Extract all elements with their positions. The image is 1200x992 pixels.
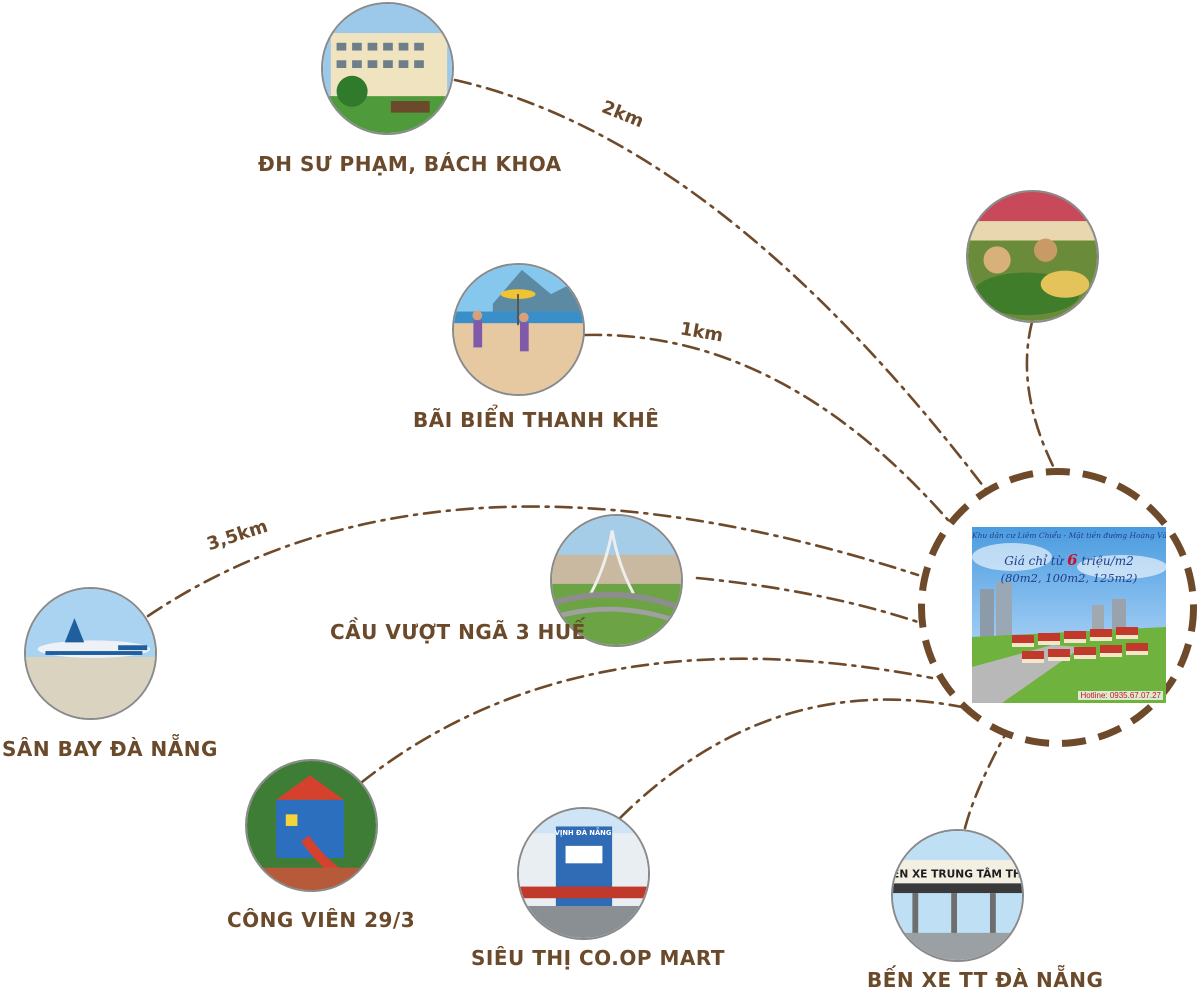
project-price: Giá chỉ từ 6 triệu/m2 [972,551,1166,569]
project-title: Khu dân cư Liêm Chiểu - Mặt tiền đường H… [972,531,1166,540]
mall-label: SIÊU THỊ CO.OP MART [471,946,725,970]
park-label: CÔNG VIÊN 29/3 [227,908,416,932]
university-label: ĐH SƯ PHẠM, BÁCH KHOA [258,152,562,176]
line-mall [618,698,964,820]
line-airport [146,505,920,618]
beach-label: BÃI BIỂN THANH KHÊ [413,408,660,432]
line-bus [963,733,1007,830]
line-bridge [695,576,920,624]
bridge-label: CẦU VƯỢT NGÃ 3 HUẾ [330,620,586,644]
line-beach [583,333,950,522]
project-render-image [972,527,1166,703]
beach-photo [452,263,585,396]
mall-sign: VỊNH ĐÀ NẴNG [555,827,612,837]
line-market [1025,320,1057,472]
bus-station-photo: BẾN XE TRUNG TÂM THÀ [891,829,1024,962]
market-photo [966,190,1099,323]
bus-station-sign: BẾN XE TRUNG TÂM THÀ [893,866,1022,881]
airport-label: SÂN BAY ĐÀ NẴNG [2,737,218,761]
park-photo [245,759,378,892]
airport-photo [24,587,157,720]
price-prefix: Giá chỉ từ [1004,554,1064,568]
project-sizes: (80m2, 100m2, 125m2) [1000,571,1138,585]
project-card: Khu dân cư Liêm Chiểu - Mặt tiền đường H… [972,527,1166,703]
line-park [360,657,934,784]
bus-station-label: BẾN XE TT ĐÀ NẴNG [867,968,1104,992]
price-suffix: triệu/m2 [1081,554,1134,568]
university-photo [321,2,454,135]
price-number: 6 [1067,551,1078,569]
line-university [453,78,992,497]
mall-photo: VỊNH ĐÀ NẴNG [517,807,650,940]
hotline: Hotline: 0935.67.07.27 [1078,691,1163,700]
